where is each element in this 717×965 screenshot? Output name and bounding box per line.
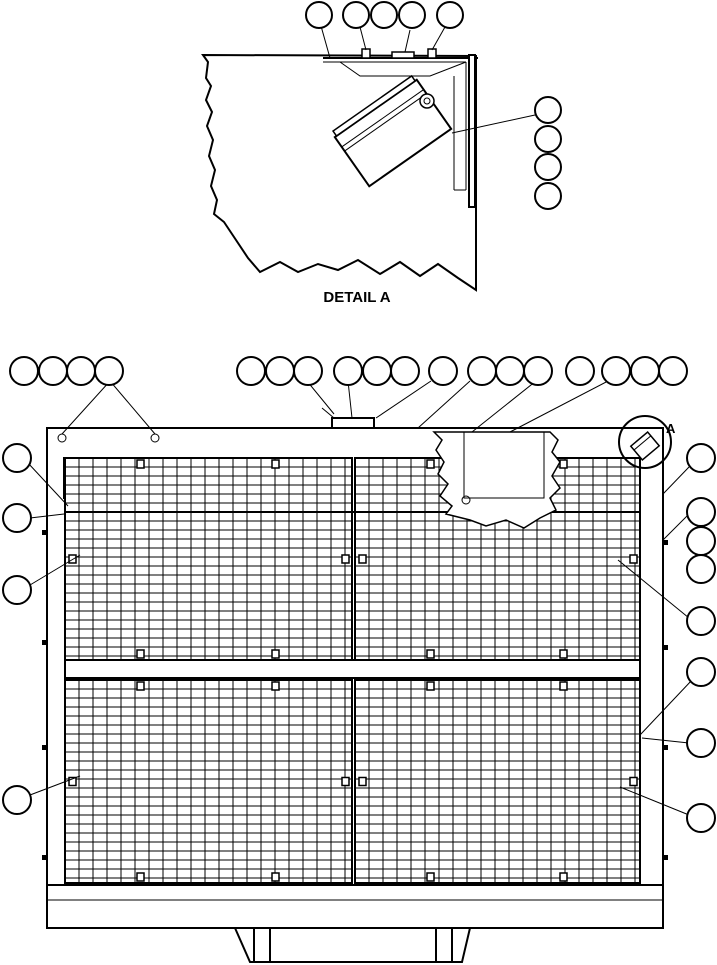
detail-title: DETAIL A (323, 289, 390, 306)
grille-clip (559, 459, 568, 469)
detail-callout-4 (398, 1, 426, 29)
grille-clip (341, 776, 350, 787)
detail-a-letter: A (666, 421, 676, 436)
callout-left-2 (2, 503, 32, 533)
callout-right-7 (686, 728, 716, 758)
callout-right-2 (686, 497, 716, 527)
cutaway-break (432, 431, 561, 529)
callout-top-5 (236, 356, 266, 386)
detail-callout-1 (305, 1, 333, 29)
grille-clip (559, 872, 568, 882)
callout-right-1 (686, 443, 716, 473)
grille-clip (271, 459, 280, 469)
grille-clip (136, 681, 145, 691)
detail-callout-9 (534, 182, 562, 210)
callout-right-4 (686, 554, 716, 584)
callout-top-6 (265, 356, 295, 386)
callout-top-2 (38, 356, 68, 386)
grille-clip (271, 872, 280, 882)
callout-top-14 (523, 356, 553, 386)
callout-top-9 (362, 356, 392, 386)
grille-panel-lower-right (354, 679, 641, 884)
grille-clip (559, 681, 568, 691)
callout-top-7 (293, 356, 323, 386)
grille-clip (629, 554, 638, 564)
grille-clip (136, 459, 145, 469)
callout-left-4 (2, 785, 32, 815)
grille-clip (426, 681, 435, 691)
detail-callout-5 (436, 1, 464, 29)
main-assembly-view: A (2, 356, 716, 963)
grille-panel-lower-left (64, 679, 353, 884)
grille-clip (136, 649, 145, 659)
grille-clip (271, 681, 280, 691)
callout-top-11 (428, 356, 458, 386)
callout-top-15 (565, 356, 595, 386)
callout-top-17 (630, 356, 660, 386)
callout-right-8 (686, 803, 716, 833)
detail-a-view: DETAIL A (201, 1, 562, 306)
callout-top-1 (9, 356, 39, 386)
detail-a-marker (618, 415, 672, 469)
callout-top-8 (333, 356, 363, 386)
grille-clip (426, 459, 435, 469)
grille-clip (271, 649, 280, 659)
grille-clip (136, 872, 145, 882)
callout-top-4 (94, 356, 124, 386)
detail-break-outline (201, 53, 477, 292)
grille-clip (358, 554, 367, 564)
callout-right-6 (686, 657, 716, 687)
detail-callout-3 (370, 1, 398, 29)
callout-left-3 (2, 575, 32, 605)
side-tabs (42, 530, 668, 860)
callout-top-12 (467, 356, 497, 386)
grille-clip (358, 776, 367, 787)
callout-right-3 (686, 526, 716, 556)
callout-top-16 (601, 356, 631, 386)
grille-clip (629, 776, 638, 787)
detail-callout-2 (342, 1, 370, 29)
detail-callout-6 (534, 96, 562, 124)
grille-clip (341, 554, 350, 564)
callout-right-5 (686, 606, 716, 636)
grille-clip (559, 649, 568, 659)
grille-clip (68, 776, 77, 787)
callout-top-3 (66, 356, 96, 386)
callout-top-18 (658, 356, 688, 386)
callout-top-10 (390, 356, 420, 386)
callout-left-1 (2, 443, 32, 473)
grille-clip (426, 872, 435, 882)
detail-callout-7 (534, 125, 562, 153)
callout-top-13 (495, 356, 525, 386)
detail-callout-8 (534, 153, 562, 181)
grille-panel-upper-left (64, 457, 353, 661)
grille-clip (426, 649, 435, 659)
